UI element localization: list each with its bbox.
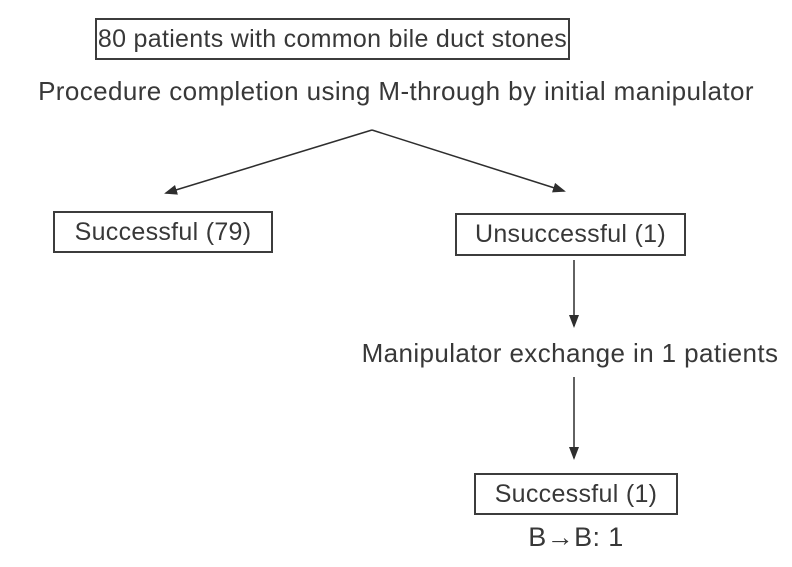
branch-right-arrow <box>371 129 566 193</box>
branch-left-arrow <box>164 129 373 195</box>
procedure-completion-label: Procedure completion using M-through by … <box>38 76 754 106</box>
result-label: B→B: 1 <box>528 522 624 552</box>
manipulator-exchange-label: Manipulator exchange in 1 patients <box>361 338 779 368</box>
node-successful: Successful (79) <box>53 211 273 253</box>
node-total-patients: 80 patients with common bile duct stones <box>95 18 570 60</box>
node-unsuccessful: Unsuccessful (1) <box>455 213 686 256</box>
node-retry-successful: Successful (1) <box>474 473 678 515</box>
